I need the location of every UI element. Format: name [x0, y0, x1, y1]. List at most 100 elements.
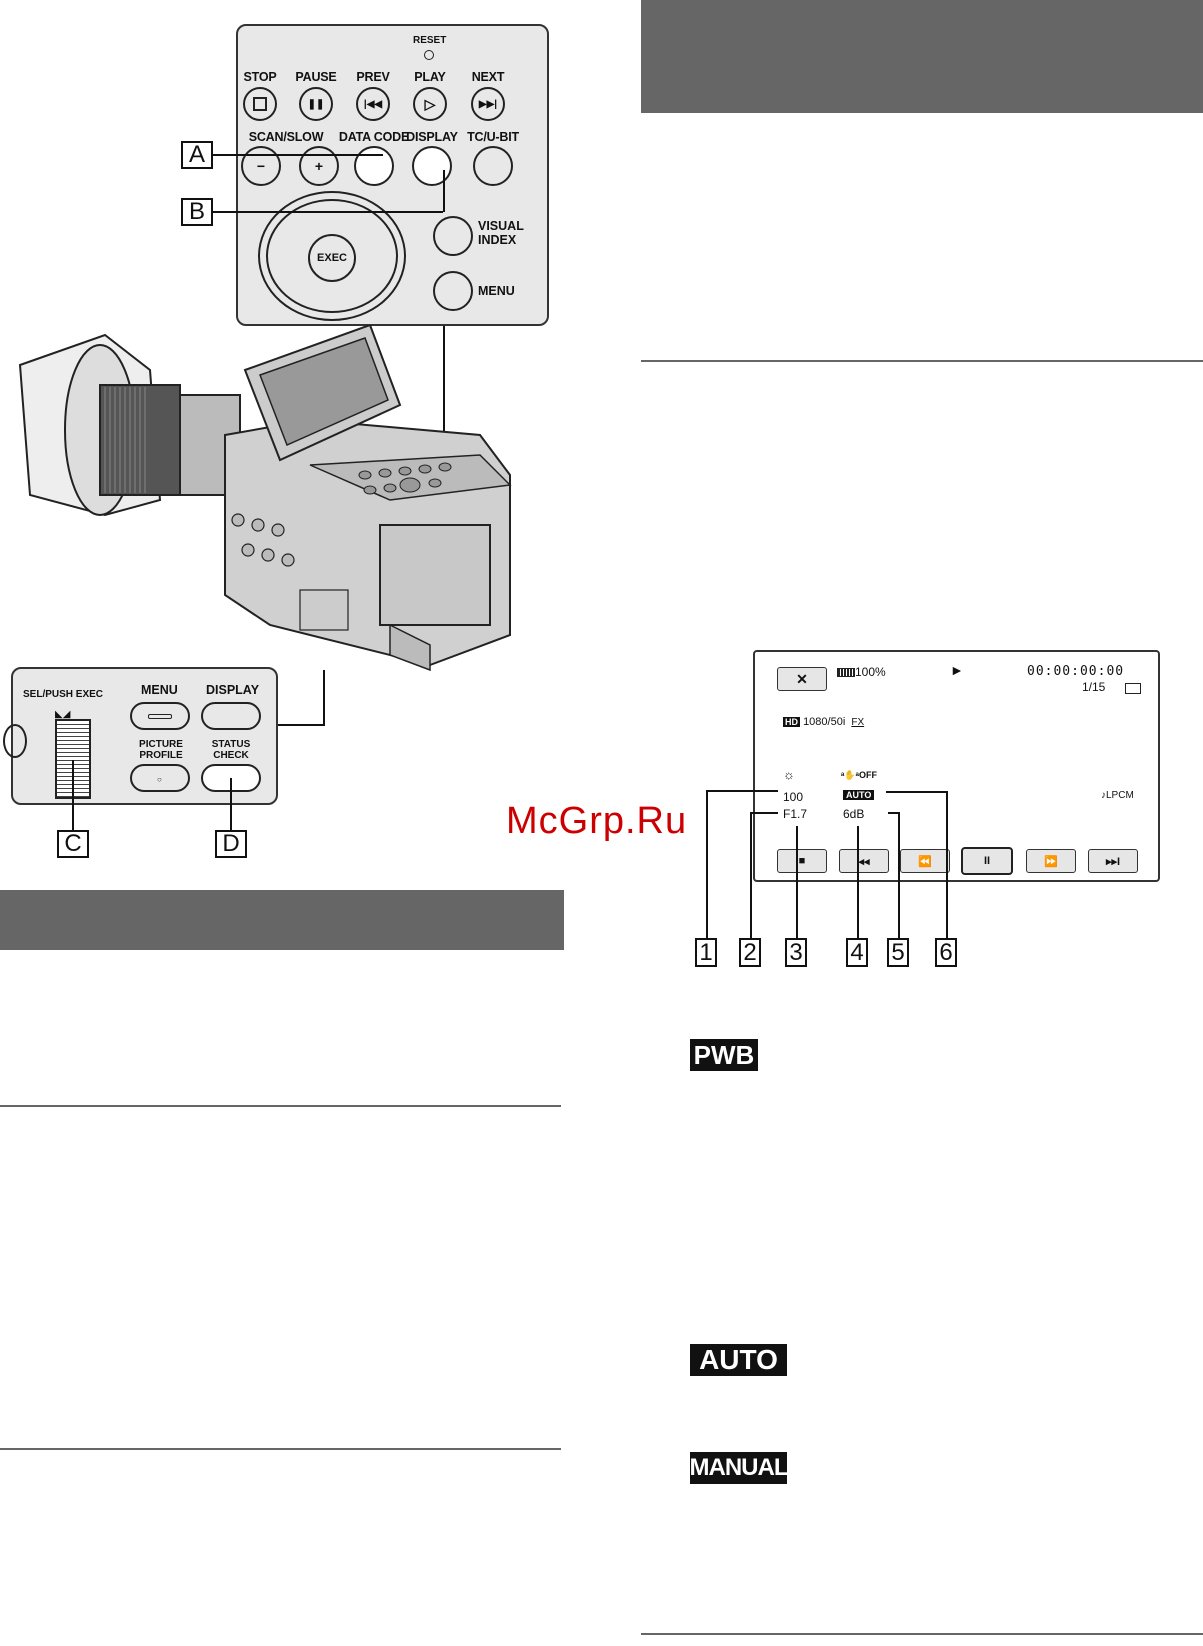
- menu-label: MENU: [478, 284, 515, 298]
- right-section-rule-2: [641, 1633, 1203, 1635]
- next-icon: ▶▶|: [478, 98, 498, 110]
- auto-badge: AUTO: [843, 790, 875, 800]
- data-code-button[interactable]: [354, 146, 394, 186]
- auto-icon: AUTO: [690, 1344, 787, 1376]
- close-button[interactable]: ✕: [777, 667, 827, 691]
- media-icon: [1125, 683, 1141, 694]
- pause-ctrl-button[interactable]: II: [961, 847, 1013, 875]
- visual-index-label: VISUAL INDEX: [478, 219, 524, 247]
- play-button[interactable]: ▷: [413, 87, 447, 121]
- menu-button-mark: [148, 714, 172, 719]
- play-status-icon: ►: [950, 662, 964, 678]
- sel-push-exec-dial[interactable]: [55, 719, 91, 799]
- hd-badge: HD: [783, 717, 800, 727]
- gain-value: 6dB: [843, 807, 865, 821]
- data-code-label: DATA CODE: [338, 130, 410, 144]
- left-header-bar: [0, 890, 564, 950]
- display-button[interactable]: [412, 146, 452, 186]
- manual-icon: MANUAL: [690, 1452, 789, 1484]
- format-text: 1080/50i: [803, 716, 846, 728]
- legend-number-2: 2: [739, 938, 761, 967]
- exec-button[interactable]: EXEC: [308, 234, 356, 282]
- stop-label: STOP: [243, 70, 277, 84]
- rewind-ctrl-button[interactable]: ⏪: [900, 849, 950, 873]
- stop-ctrl-button[interactable]: ■: [777, 849, 827, 873]
- right-section-rule-1: [641, 360, 1203, 362]
- scan-plus-button[interactable]: +: [299, 146, 339, 186]
- menu-label-2: MENU: [141, 683, 178, 697]
- leader-6-v: [946, 791, 948, 938]
- shutter-speed: 100: [783, 790, 804, 804]
- pwb-icon: PWB: [690, 1039, 758, 1071]
- top-control-panel: RESET STOP PAUSE PREV PLAY NEXT ❚❚ |◀◀ ▷…: [236, 24, 549, 326]
- watermark-text: McGrp.Ru: [506, 800, 688, 842]
- leader-3-v: [796, 826, 798, 938]
- check-label: CHECK: [213, 750, 249, 761]
- play-label: PLAY: [414, 70, 446, 84]
- reset-label: RESET: [413, 35, 447, 46]
- menu-button[interactable]: [433, 271, 473, 311]
- display-label: DISPLAY: [406, 130, 458, 144]
- legend-number-4: 4: [846, 938, 868, 967]
- stop-button[interactable]: [243, 87, 277, 121]
- leader-1-h: [706, 790, 778, 792]
- callout-b: B: [181, 198, 213, 226]
- reset-button[interactable]: [424, 50, 434, 60]
- battery-indicator: 100%: [837, 665, 886, 679]
- callout-b-line: [213, 211, 443, 213]
- next-button[interactable]: ▶▶|: [471, 87, 505, 121]
- steadyshot-off: OFF: [859, 770, 877, 780]
- control-dial-outer: [258, 191, 406, 321]
- stop-icon: [253, 97, 267, 111]
- picture-label: PICTURE: [139, 739, 183, 750]
- timecode: 00:00:00:00: [1027, 664, 1125, 679]
- battery-percent: 100%: [855, 665, 886, 679]
- panel-connector-line: [443, 326, 445, 481]
- minus-icon: −: [256, 158, 266, 174]
- visual-index-button[interactable]: [433, 216, 473, 256]
- iris-value: F1.7: [783, 807, 808, 821]
- steadyshot-icon: ᵃ✋ᵃ: [841, 770, 859, 780]
- battery-icon: [837, 668, 855, 678]
- dial-edge: [3, 724, 27, 758]
- callout-c: C: [57, 830, 89, 858]
- image-counter: 1/15: [1082, 680, 1106, 694]
- next-label: NEXT: [471, 70, 505, 84]
- leader-2-v: [750, 812, 752, 938]
- callout-a-line: [213, 154, 383, 156]
- callout-a: A: [181, 141, 213, 169]
- picture-profile-button[interactable]: ○: [130, 764, 190, 792]
- callout-d: D: [215, 830, 247, 858]
- pause-label: PAUSE: [295, 70, 337, 84]
- tc-ubit-label: TC/U-BIT: [467, 130, 519, 144]
- display-button-2[interactable]: [201, 702, 261, 730]
- left-section-rule-2: [0, 1448, 561, 1450]
- sel-dial-icon: ◣◢: [55, 709, 71, 720]
- plus-icon: +: [314, 158, 324, 174]
- picture-profile-dot: ○: [157, 775, 162, 784]
- callout-b-line-vertical: [443, 170, 445, 212]
- tc-ubit-button[interactable]: [473, 146, 513, 186]
- picture-profile-label: PICTURE PROFILE: [133, 739, 189, 761]
- forward-ctrl-button[interactable]: ⏩: [1026, 849, 1076, 873]
- leader-5-v: [898, 812, 900, 938]
- callout-c-line: [72, 760, 74, 842]
- status-label: STATUS: [211, 739, 251, 750]
- next-ctrl-button[interactable]: ▸▸I: [1088, 849, 1138, 873]
- format-indicator: HD 1080/50i FX: [783, 716, 864, 728]
- prev-label: PREV: [356, 70, 390, 84]
- menu-button-2[interactable]: [130, 702, 190, 730]
- sel-push-exec-label: SEL/PUSH EXEC: [23, 689, 104, 700]
- scan-minus-button[interactable]: −: [241, 146, 281, 186]
- pause-icon: ❚❚: [307, 98, 325, 110]
- bottom-panel-connector-horizontal: [278, 724, 325, 726]
- control-dial[interactable]: [266, 199, 398, 313]
- white-balance-icon: ☼: [783, 767, 795, 782]
- playback-screen: ✕ 100% ► 00:00:00:00 1/15 HD 1080/50i FX…: [753, 650, 1160, 882]
- fx-mode: FX: [851, 717, 865, 728]
- legend-number-6: 6: [935, 938, 957, 967]
- audio-format: ♪LPCM: [1101, 790, 1134, 801]
- pause-button[interactable]: ❚❚: [299, 87, 333, 121]
- prev-button[interactable]: |◀◀: [356, 87, 390, 121]
- prev-ctrl-button[interactable]: ◂◂: [839, 849, 889, 873]
